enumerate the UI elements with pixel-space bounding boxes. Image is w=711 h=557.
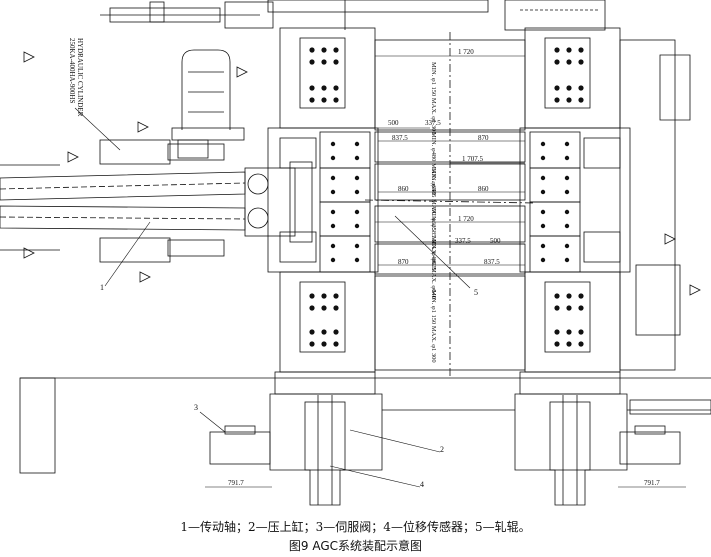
callout-5: 5 bbox=[474, 288, 478, 297]
cylinder-note: HYDRAULIC CYLINDER 250KA-400HA-900HS bbox=[68, 38, 84, 117]
callout-leaders bbox=[74, 107, 471, 488]
roll-label-upper-int: MIN. φ585 MAX. φ625 bbox=[430, 168, 437, 231]
callout-4: 4 bbox=[420, 480, 424, 489]
dim-500-right: 500 bbox=[490, 237, 501, 245]
callout-2: 2 bbox=[440, 445, 444, 454]
dim-870-left: 870 bbox=[398, 258, 409, 266]
dimension-lines bbox=[205, 55, 686, 488]
cylinder-note-line2: 250KA-400HA-900HS bbox=[68, 38, 76, 103]
dim-791-right: 791.7 bbox=[644, 479, 660, 487]
dim-337-top: 337.5 bbox=[425, 119, 441, 127]
roll-label-lower-int: MIN. φ585 MAX. φ625 bbox=[430, 208, 437, 271]
left-housing bbox=[267, 27, 379, 373]
dim-337-bot: 337.5 bbox=[455, 237, 471, 245]
dim-860-left: 860 bbox=[398, 185, 409, 193]
dim-791-left: 791.7 bbox=[228, 479, 244, 487]
bottom-assembly bbox=[19, 371, 711, 506]
dim-860-right: 860 bbox=[478, 185, 489, 193]
roll-label-upper-backup: MIN. φ1 150 MAX. φ1 300 bbox=[430, 62, 437, 135]
dim-837-right: 837.5 bbox=[484, 258, 500, 266]
callouts: 1 5 3 2 4 bbox=[100, 283, 478, 489]
roll-stack bbox=[364, 32, 536, 378]
dim-1720-top: 1 720 bbox=[458, 48, 474, 56]
figure-legend: 1—传动轴；2—压上缸；3—伺服阀；4—位移传感器；5—轧辊。 bbox=[180, 520, 531, 534]
top-frame bbox=[100, 0, 606, 31]
cylinder-note-line1: HYDRAULIC CYLINDER bbox=[76, 38, 84, 117]
dimension-texts: 1 720 500 337.5 837.5 870 1 707.5 860 86… bbox=[228, 48, 660, 487]
callout-3: 3 bbox=[194, 403, 198, 412]
dim-837-left: 837.5 bbox=[392, 134, 408, 142]
roll-label-lower-work: MIN. φ480 MAX. φ640 bbox=[430, 236, 437, 299]
roll-label-lower-backup: MIN. φ1 150 MAX. φ1 300 bbox=[430, 290, 437, 363]
right-housing bbox=[519, 27, 691, 373]
dim-1707: 1 707.5 bbox=[462, 155, 484, 163]
ladder-platform bbox=[171, 49, 245, 159]
callout-1: 1 bbox=[100, 283, 104, 292]
dim-1720-mid: 1 720 bbox=[458, 215, 474, 223]
dim-870-right: 870 bbox=[478, 134, 489, 142]
triangle-markers bbox=[23, 51, 701, 296]
drive-spindles bbox=[0, 139, 313, 263]
bolt-patterns bbox=[309, 47, 584, 347]
roll-diameter-labels: MIN. φ1 150 MAX. φ1 300 MIN. φ480 MAX. φ… bbox=[430, 62, 437, 363]
roll-label-upper-work: MIN. φ480 MAX. φ640 bbox=[430, 132, 437, 195]
figure-title: 图9 AGC系统装配示意图 bbox=[288, 539, 423, 553]
agc-assembly-drawing: HYDRAULIC CYLINDER 250KA-400HA-900HS 1 5… bbox=[0, 0, 711, 506]
dim-500-left: 500 bbox=[388, 119, 399, 127]
